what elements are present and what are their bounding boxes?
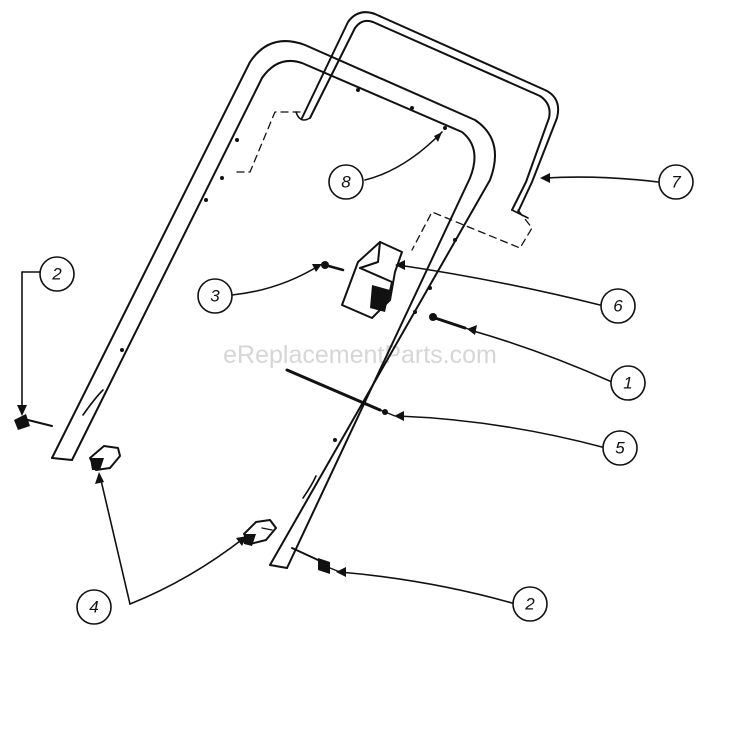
callout-7: 7: [658, 164, 694, 200]
svg-text:2: 2: [51, 265, 62, 284]
bolt-2-left: [14, 414, 53, 430]
callout-5: 5: [602, 430, 638, 466]
control-cable: [285, 368, 396, 417]
callout-4: 4: [76, 589, 112, 625]
callout-2-left: 2: [39, 256, 75, 292]
callout-3: 3: [197, 278, 233, 314]
assembly-guides: [231, 111, 533, 251]
bolt-1: [429, 313, 476, 332]
callout-6: 6: [600, 288, 636, 324]
svg-text:1: 1: [623, 374, 632, 393]
svg-text:6: 6: [613, 297, 623, 316]
leader-lines: [17, 131, 659, 605]
bolt-2-right: [291, 547, 341, 574]
callout-2-right: 2: [512, 586, 548, 622]
svg-text:7: 7: [671, 173, 681, 192]
knob-4-right: [243, 519, 277, 546]
upper-handle: [51, 40, 496, 569]
callout-8: 8: [328, 164, 364, 200]
svg-text:2: 2: [524, 595, 535, 614]
svg-text:3: 3: [210, 287, 220, 306]
svg-text:8: 8: [341, 173, 351, 192]
switch-housing: [341, 241, 403, 319]
control-bail: [295, 11, 560, 219]
svg-text:5: 5: [615, 439, 625, 458]
svg-text:4: 4: [89, 598, 98, 617]
screw-3: [321, 261, 345, 272]
callout-1: 1: [610, 365, 646, 401]
watermark: eReplacementParts.com: [223, 341, 497, 369]
knob-4-left: [89, 445, 121, 471]
